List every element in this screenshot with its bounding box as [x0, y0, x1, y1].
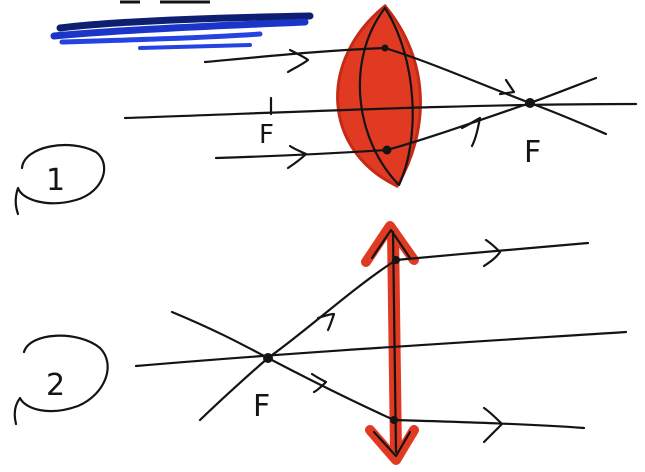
number-label-2: 2	[46, 368, 65, 403]
number-label-1: 1	[46, 163, 65, 198]
ray-upper-refracted	[383, 46, 608, 136]
focal-label-2: F	[253, 389, 270, 424]
focal-point-right	[525, 98, 535, 108]
ray-top	[170, 258, 398, 360]
principal-axis-2	[134, 330, 628, 368]
diagram-1: F F 1	[14, 3, 638, 216]
arrow-lower-right	[460, 116, 482, 148]
arrow-upper-right	[498, 78, 516, 96]
lens-hit-upper	[381, 44, 389, 52]
arrow-bottom-left	[310, 372, 328, 394]
lens-hit-bottom	[390, 416, 398, 424]
focal-label-right: F	[524, 135, 541, 170]
circle-1	[14, 144, 106, 216]
lens-hit-top	[392, 256, 400, 264]
arrow-bottom-right	[482, 406, 504, 444]
biconvex-lens	[336, 3, 422, 188]
circle-2	[13, 334, 109, 426]
focal-point-2	[263, 353, 273, 363]
ray-lower-refracted	[385, 76, 598, 152]
arrow-upper	[286, 48, 310, 74]
arrow-top-right	[482, 238, 502, 268]
ray-bottom-exit	[392, 418, 586, 430]
double-arrow-lens	[361, 221, 419, 465]
ray-lower-incoming	[214, 148, 389, 160]
arrow-lower	[286, 144, 308, 170]
blue-scribble	[50, 0, 314, 50]
focal-label-left: F	[259, 120, 274, 150]
principal-axis-1	[123, 102, 638, 120]
lens-outline-ink	[358, 6, 414, 187]
ray-top-exit	[394, 241, 590, 262]
lens-hit-lower	[382, 145, 392, 155]
arrow-top-left	[316, 312, 336, 332]
diagram-2: F 2	[13, 221, 628, 465]
ray-bottom	[198, 356, 396, 422]
